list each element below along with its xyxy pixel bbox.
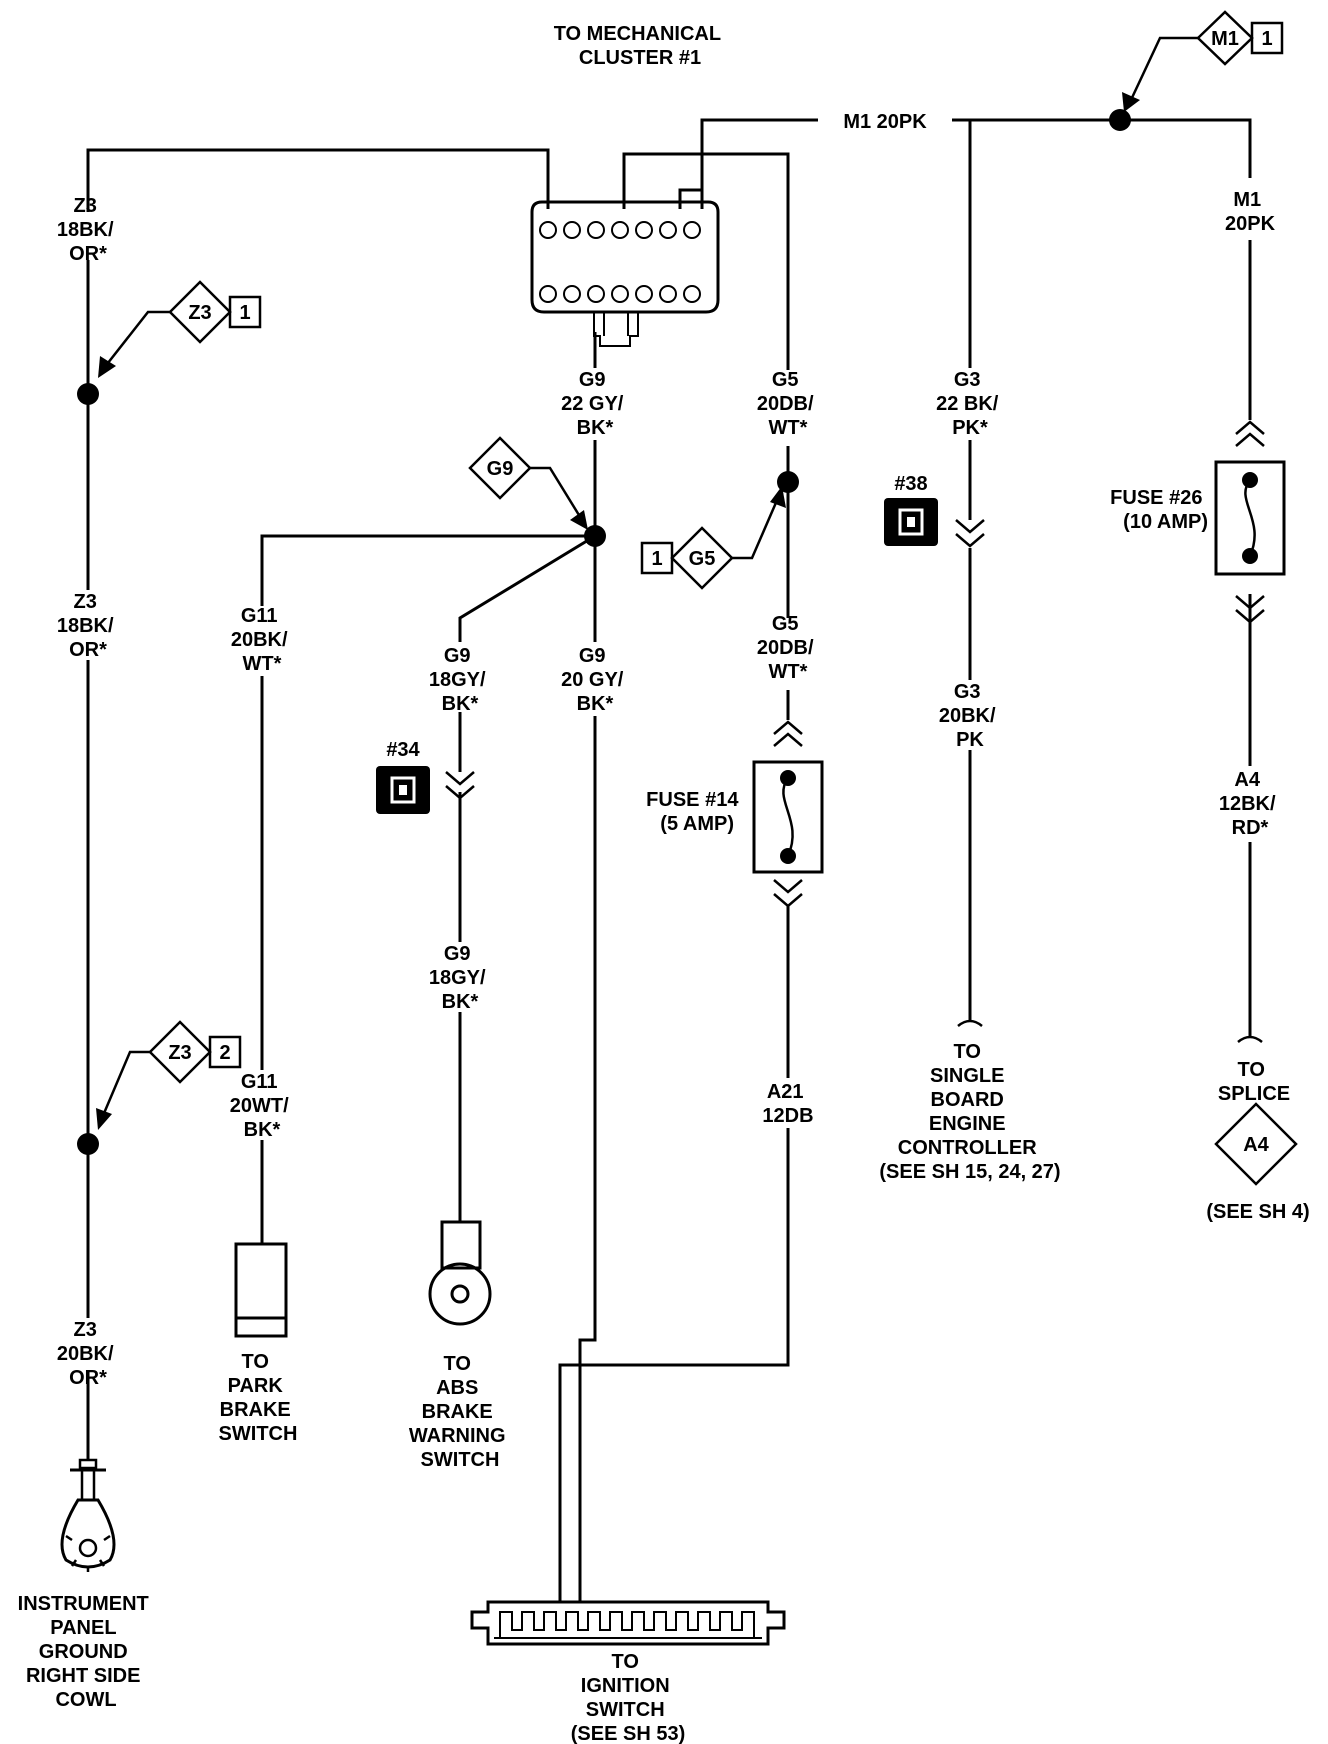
label-g3-22bk-pk: G3 22 BK/ PK* — [936, 369, 1004, 439]
wire-g9-branch — [458, 534, 596, 642]
fuse-14 — [752, 760, 824, 874]
splice-g5 — [777, 471, 799, 493]
tag-m1-code: M1 — [1211, 28, 1239, 50]
wire-a21 — [558, 1128, 790, 1602]
label-m1-20pk: M1 20PK — [843, 111, 927, 133]
label-to-sbec: TO SINGLE BOARD ENGINE CONTROLLER (SEE S… — [879, 1041, 1060, 1183]
splice-z3-1 — [77, 383, 99, 405]
tag-z3-2-code: Z3 — [168, 1042, 191, 1064]
connector-38-icon — [884, 498, 938, 546]
connector-pins-top — [539, 221, 701, 239]
inline-connectors — [445, 420, 1265, 1043]
tag-g5: 1 G5 — [640, 486, 786, 590]
fuse-26 — [1214, 460, 1286, 576]
label-g11-20bk-wt: G11 20BK/ WT* — [231, 605, 293, 675]
wire-g11 — [260, 534, 595, 606]
tag-g5-code: G5 — [689, 548, 716, 570]
tag-z3-1: Z3 1 — [98, 280, 262, 378]
label-g9-20gy-bk: G9 20 GY/ BK* — [561, 645, 629, 715]
label-to-splice: TO SPLICE — [1218, 1059, 1290, 1105]
tag-a4-code: A4 — [1243, 1134, 1269, 1156]
splice-m1 — [1109, 109, 1131, 131]
title-to-mechanical-cluster: TO MECHANICAL CLUSTER #1 — [554, 23, 727, 69]
tag-g9-code: G9 — [487, 458, 514, 480]
label-m1-20pk-right: M1 20PK — [1225, 189, 1276, 235]
wire-m1-top-right — [952, 118, 1252, 178]
wire-g9-top — [622, 152, 790, 370]
wire-g5-top — [678, 188, 702, 209]
tag-a4: A4 — [1214, 1102, 1298, 1186]
ignition-switch-connector — [470, 1600, 786, 1646]
label-to-abs-brake-warning-switch: TO ABS BRAKE WARNING SWITCH — [409, 1353, 511, 1471]
tag-z3-2-num: 2 — [219, 1042, 230, 1064]
labels: TO MECHANICAL CLUSTER #1 M1 20PK M1 20PK… — [18, 23, 1310, 1744]
label-z3-18bk-or-lower: Z3 18BK/ OR* — [57, 591, 119, 661]
splices — [77, 109, 1131, 1155]
label-z3-20bk-or: Z3 20BK/ OR* — [57, 1319, 119, 1389]
label-fuse-14: FUSE #14 (5 AMP) — [646, 789, 744, 835]
label-g5-20db-wt-upper: G5 20DB/ WT* — [757, 369, 819, 439]
label-g9-18gy-bk-upper: G9 18GY/ BK* — [429, 645, 491, 715]
label-fuse-26: FUSE #26 (10 AMP) — [1110, 487, 1208, 533]
label-a4-12bk-rd: A4 12BK/ RD* — [1219, 769, 1281, 839]
label-conn-34: #34 — [386, 739, 420, 761]
tag-m1-num: 1 — [1261, 28, 1272, 50]
label-see-sh-4: (SEE SH 4) — [1206, 1201, 1309, 1223]
tag-z3-2: Z3 2 — [96, 1020, 242, 1130]
connector-pins-bottom — [539, 285, 701, 303]
wire-m1-top — [700, 118, 818, 209]
label-instrument-panel-ground: INSTRUMENT PANEL GROUND RIGHT SIDE COWL — [18, 1593, 155, 1711]
label-conn-38: #38 — [894, 473, 927, 495]
connector-34-icon — [376, 766, 430, 814]
label-z3-18bk-or-upper: Z3 18BK/ OR* — [57, 195, 119, 265]
wire-g9-main-c — [578, 716, 597, 1602]
label-g3-20bk-pk: G3 20BK/ PK — [939, 681, 1001, 751]
wires — [86, 118, 1252, 1602]
label-to-park-brake-switch: TO PARK BRAKE SWITCH — [219, 1351, 298, 1445]
label-g11-20wt-bk: G11 20WT/ BK* — [230, 1071, 294, 1141]
abs-brake-warning-switch-icon — [428, 1220, 492, 1326]
tag-g9: G9 — [468, 436, 588, 530]
cluster-connector — [530, 200, 720, 347]
splice-g9 — [584, 525, 606, 547]
wire-z3-top — [86, 148, 550, 212]
tag-m1: M1 1 — [1122, 10, 1284, 112]
tag-z3-1-num: 1 — [239, 302, 250, 324]
splice-z3-2 — [77, 1133, 99, 1155]
label-g5-20db-wt-lower: G5 20DB/ WT* — [757, 613, 819, 683]
tag-z3-1-code: Z3 — [188, 302, 211, 324]
park-brake-switch-icon — [234, 1242, 288, 1338]
label-a21-12db: A21 12DB — [762, 1081, 813, 1127]
label-to-ignition-switch: TO IGNITION SWITCH (SEE SH 53) — [571, 1651, 685, 1744]
label-g9-22gy-bk: G9 22 GY/ BK* — [561, 369, 629, 439]
label-g9-18gy-bk-lower: G9 18GY/ BK* — [429, 943, 491, 1013]
ground-icon — [60, 1458, 116, 1572]
tag-g5-num: 1 — [651, 548, 662, 570]
